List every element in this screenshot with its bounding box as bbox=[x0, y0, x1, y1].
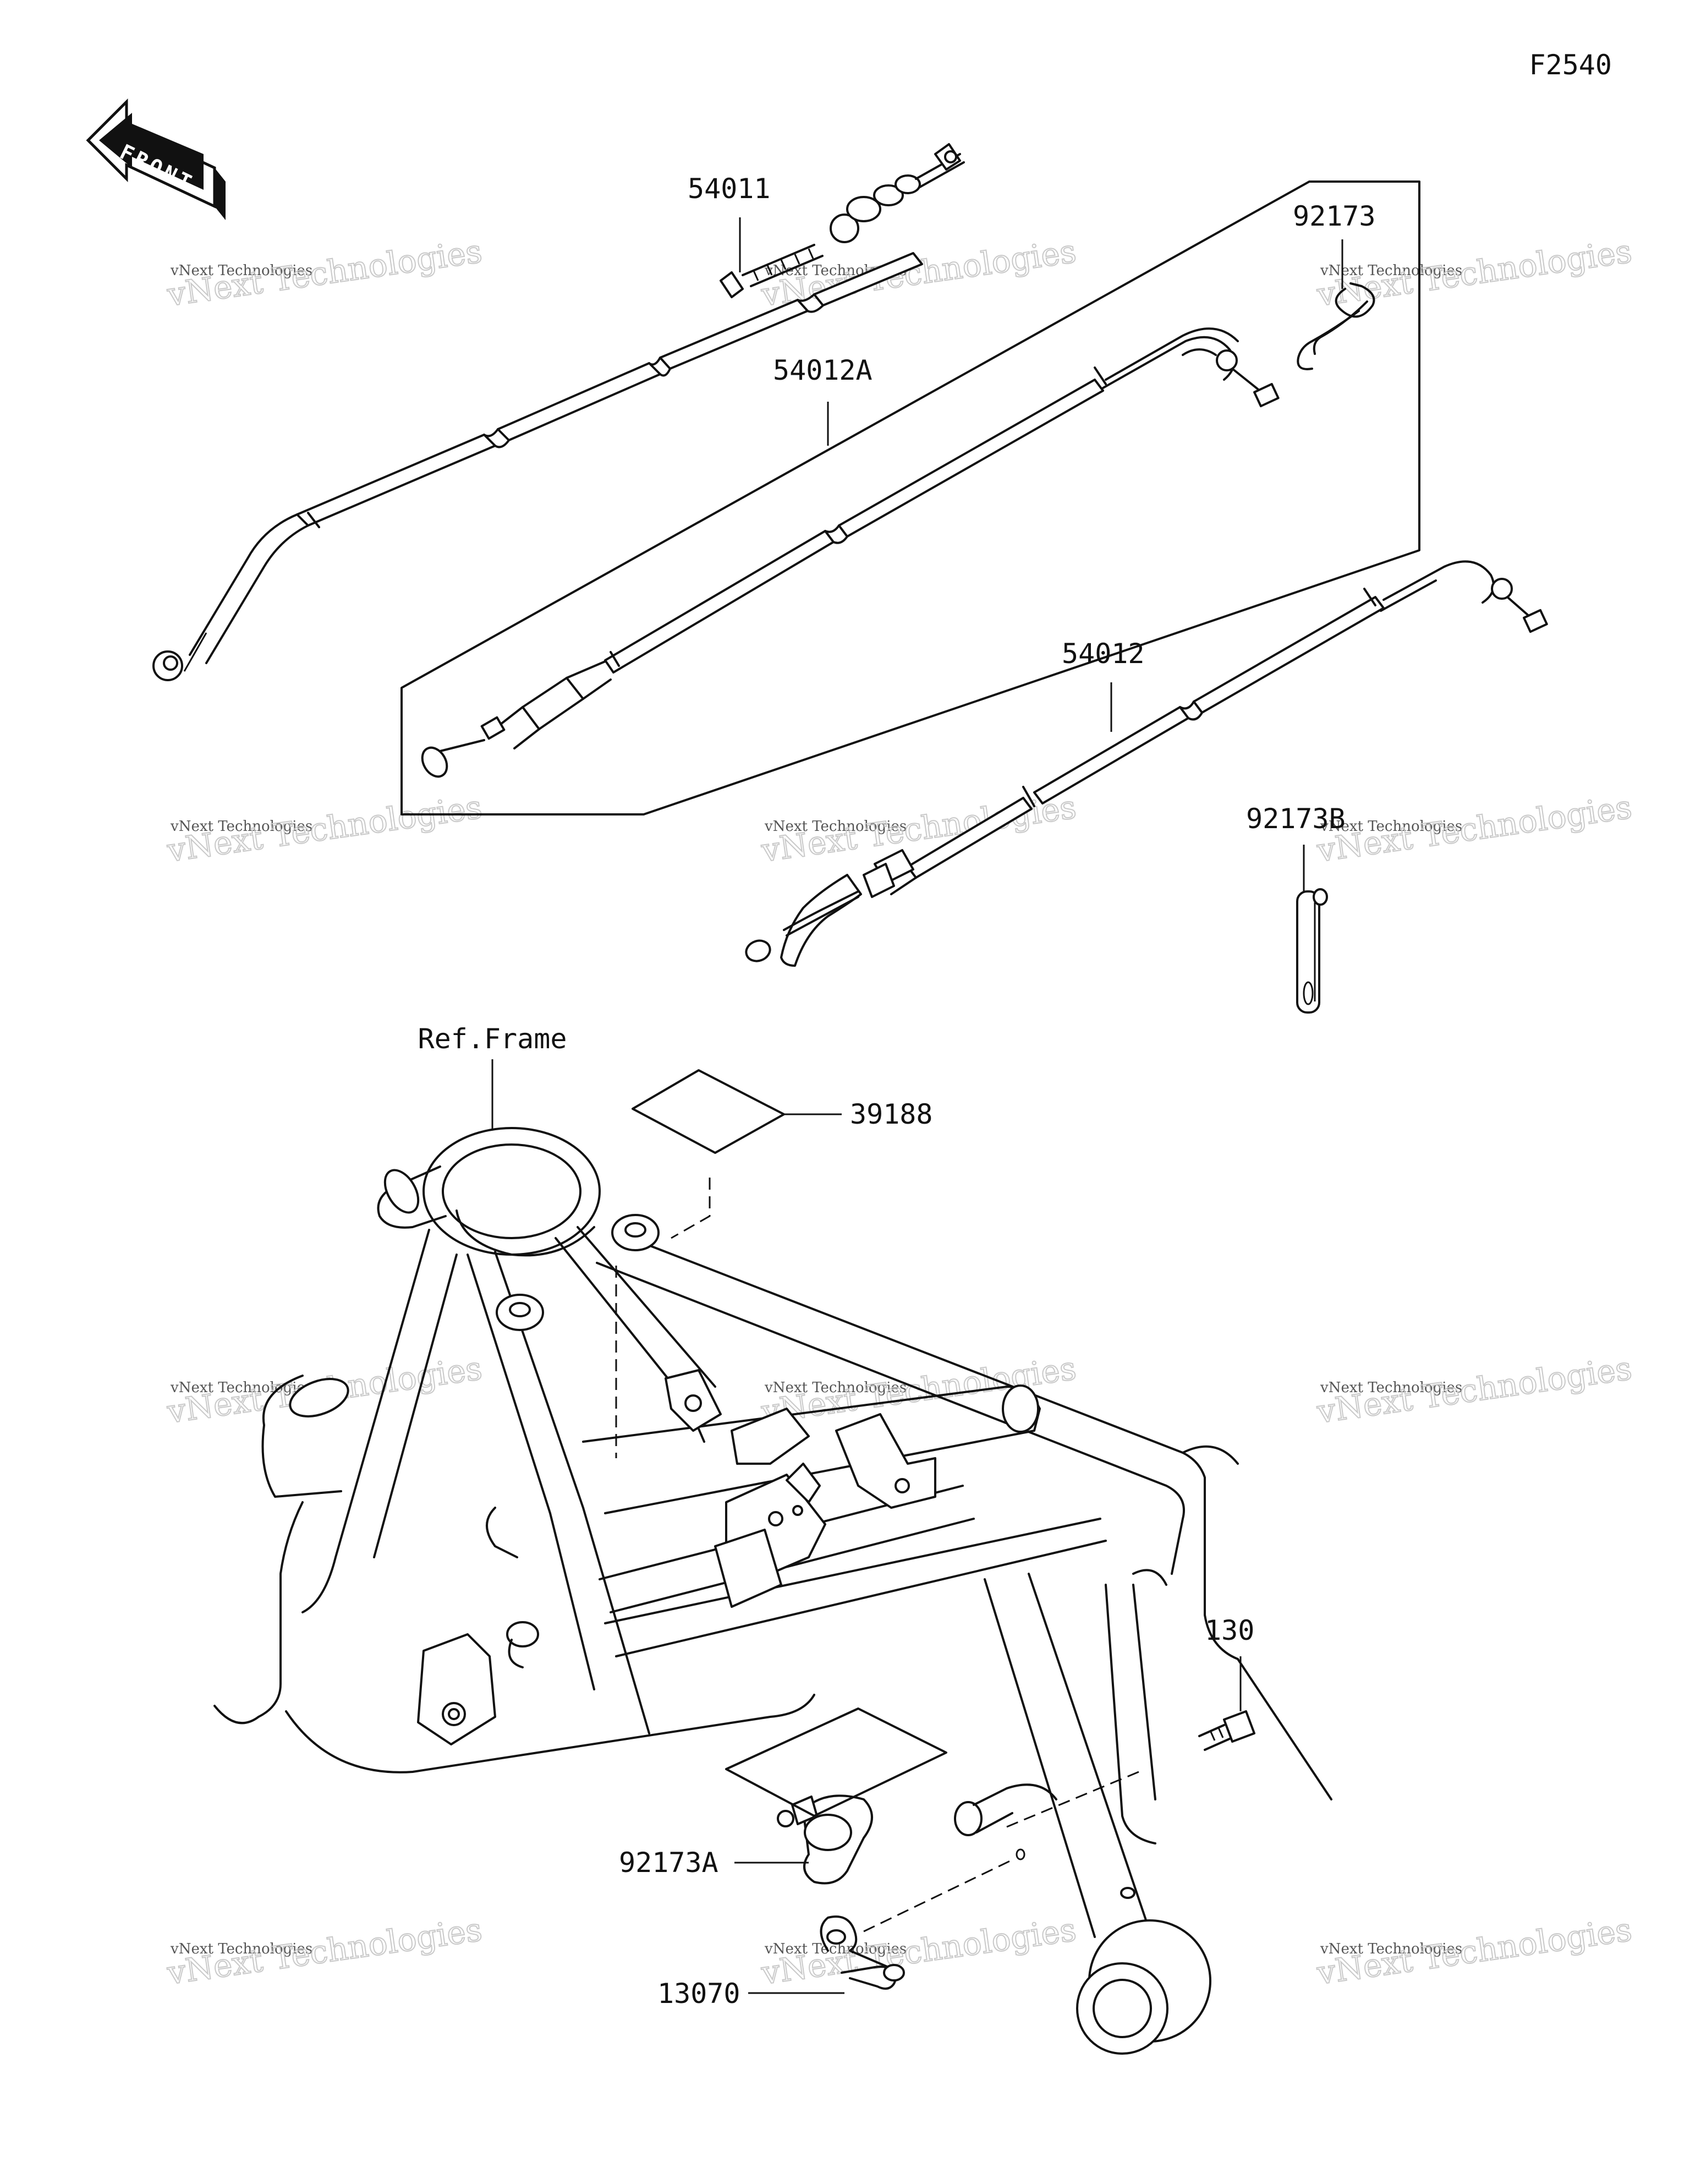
part-label-54012: 54012 bbox=[1062, 638, 1145, 670]
part-label-92173B: 92173B bbox=[1246, 803, 1346, 835]
watermark-text-outline: vNext Technologies bbox=[164, 1911, 484, 1992]
watermark-text-outline: vNext Technologies bbox=[759, 232, 1078, 314]
part-92173A-clamp bbox=[725, 1707, 947, 1885]
group-outline-54012A bbox=[400, 180, 1420, 815]
watermark-text-outline: vNext Technologies bbox=[164, 232, 484, 314]
watermark-text: vNext Technologies bbox=[1320, 262, 1462, 279]
watermark-text: vNext Technologies bbox=[170, 818, 312, 835]
motorcycle-frame: Ref.Frame bbox=[213, 1023, 1332, 2055]
part-label-92173A: 92173A bbox=[619, 1847, 718, 1879]
watermark-text: vNext Technologies bbox=[764, 1380, 907, 1396]
diagram-code: F2540 bbox=[1529, 49, 1612, 81]
part-label-92173: 92173 bbox=[1293, 200, 1376, 232]
watermark-text: vNext Technologies bbox=[764, 818, 907, 835]
part-label-13070: 13070 bbox=[657, 1978, 740, 2010]
watermark-text: vNext Technologies bbox=[1320, 1941, 1462, 1957]
watermark-text-outline: vNext Technologies bbox=[759, 1911, 1078, 1992]
part-54011-clutch-cable bbox=[152, 143, 965, 681]
watermark-text-outline: vNext Technologies bbox=[1314, 1911, 1634, 1992]
part-92173-clip bbox=[1297, 282, 1375, 370]
part-label-54011: 54011 bbox=[688, 173, 771, 205]
part-54012-throttle-cable bbox=[745, 560, 1548, 967]
watermark-text-outline: vNext Technologies bbox=[1314, 1349, 1634, 1431]
part-130-bolt bbox=[1198, 1710, 1255, 1751]
part-92173B-strap bbox=[1296, 888, 1328, 1014]
part-label-54012A: 54012A bbox=[773, 354, 873, 386]
part-39188-label bbox=[632, 1069, 842, 1239]
watermark-text-outline: vNext Technologies bbox=[164, 788, 484, 869]
front-arrow-icon: FRONT bbox=[86, 98, 226, 220]
part-54012A-throttle-cable bbox=[421, 327, 1280, 778]
ref-frame-label: Ref.Frame bbox=[418, 1023, 567, 1055]
part-label-130: 130 bbox=[1205, 1614, 1254, 1646]
watermark-text: vNext Technologies bbox=[170, 1941, 312, 1957]
watermark-text: vNext Technologies bbox=[170, 262, 312, 279]
watermark-text-outline: vNext Technologies bbox=[1314, 788, 1634, 869]
part-label-39188: 39188 bbox=[850, 1098, 933, 1130]
watermark-text: vNext Technologies bbox=[1320, 1380, 1462, 1396]
part-13070-hook bbox=[820, 1915, 905, 1990]
watermark-text: vNext Technologies bbox=[1320, 818, 1462, 835]
watermark-text-outline: vNext Technologies bbox=[1314, 232, 1634, 314]
